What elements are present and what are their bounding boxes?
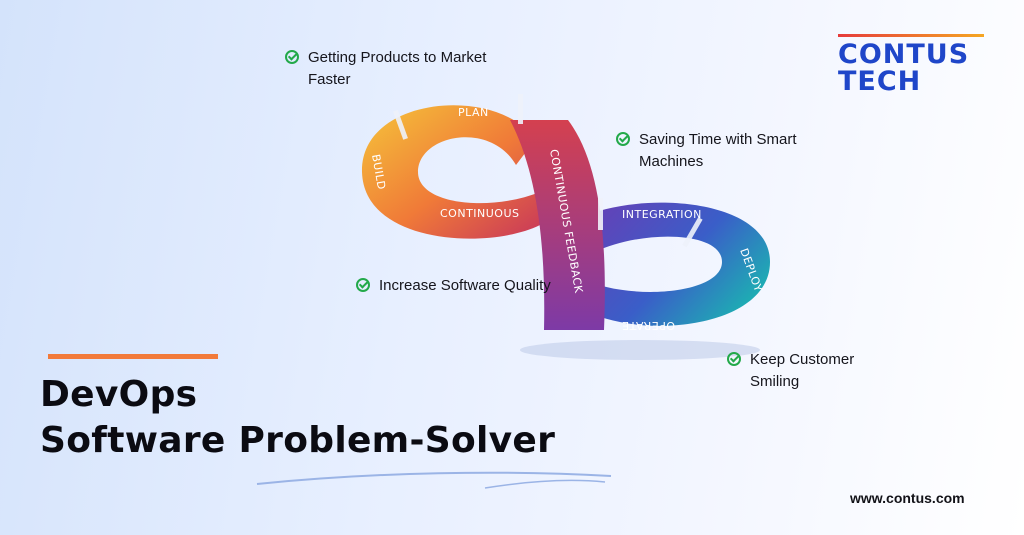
check-icon [727, 352, 741, 366]
benefit-text: Increase Software Quality [379, 277, 551, 294]
headline-line-1: DevOps [40, 374, 198, 415]
benefit-text: Saving Time with Smart Machines [639, 131, 797, 170]
headline: DevOps Software Problem-Solver [40, 372, 555, 464]
label-plan: PLAN [458, 106, 489, 119]
logo-line-1: CONTUS [838, 39, 970, 70]
headline-underline-stroke [256, 471, 612, 489]
brand-logo: CONTUS TECH [838, 34, 988, 95]
benefit-text: Getting Products to Market Faster [308, 49, 487, 88]
label-operate: OPERATE [622, 319, 675, 332]
benefit-point: Saving Time with Smart Machines [616, 129, 819, 173]
benefit-text: Keep Customer Smiling [750, 351, 855, 390]
check-icon [356, 278, 370, 292]
headline-line-2: Software Problem-Solver [40, 420, 556, 461]
accent-bar [48, 354, 218, 359]
check-icon [285, 50, 299, 64]
loop-right-ring [580, 202, 770, 326]
label-continuous: CONTINUOUS [440, 207, 520, 220]
logo-accent-bar [838, 34, 984, 37]
benefit-point: Increase Software Quality [356, 275, 559, 297]
benefit-point: Keep Customer Smiling [727, 349, 900, 393]
loop-center-band [510, 120, 605, 330]
devops-infinity-diagram: PLAN BUILD CONTINUOUS CONTINUOUS FEEDBAC… [361, 94, 770, 360]
label-integration: INTEGRATION [622, 208, 702, 221]
check-icon [616, 132, 630, 146]
benefit-point: Getting Products to Market Faster [285, 47, 488, 91]
logo-line-2: TECH [838, 66, 922, 97]
label-build: BUILD [369, 153, 388, 191]
website-url: www.contus.com [850, 490, 965, 506]
